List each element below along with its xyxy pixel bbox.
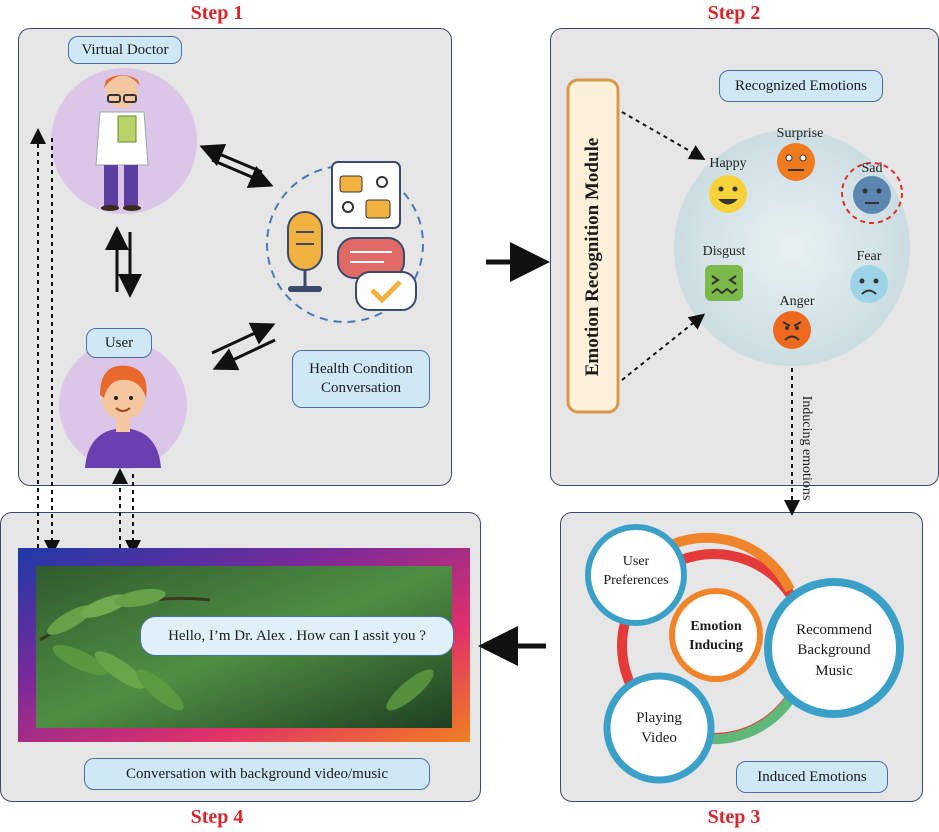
center-line-1: Emotion <box>690 619 742 634</box>
health-line-1: Health Condition <box>309 361 413 378</box>
user-preferences-label: User Preferences <box>590 553 682 591</box>
emotion-inducing-diagram <box>585 524 904 784</box>
doctor-speech-bubble: Hello, I’m Dr. Alex . How can I assit yo… <box>140 616 454 656</box>
conversation-icon <box>266 161 424 323</box>
emotion-module-box <box>566 78 620 414</box>
health-line-2: Conversation <box>321 380 401 396</box>
recommend-line-1: Recommend <box>796 622 872 638</box>
step4-title: Step 4 <box>190 806 244 828</box>
user-illustration <box>59 341 187 469</box>
anger-label: Anger <box>779 294 815 309</box>
surprise-face-icon <box>777 143 815 181</box>
recommend-music-label: Recommend Background Music <box>784 620 884 681</box>
induced-emotions-label: Induced Emotions <box>736 761 888 793</box>
playing-line-1: Playing <box>636 710 682 726</box>
playing-line-2: Video <box>641 730 677 747</box>
recognized-emotions-label: Recognized Emotions <box>719 70 883 102</box>
fear-label: Fear <box>856 249 882 264</box>
user-pref-line-1: User <box>622 554 650 569</box>
inducing-emotions-label: Inducing emotions <box>799 395 814 501</box>
conversation-caption: Conversation with background video/music <box>84 758 430 790</box>
virtual-doctor-illustration <box>51 68 197 214</box>
surprise-label: Surprise <box>776 126 824 141</box>
step3-title: Step 3 <box>707 806 761 828</box>
sad-label: Sad <box>861 161 883 176</box>
playing-video-label: Playing Video <box>619 708 699 749</box>
emotion-recognition-module-label: Emotion Recognition Module <box>582 137 603 377</box>
anger-face-icon <box>773 311 811 349</box>
step2-title: Step 2 <box>707 2 761 24</box>
user-pref-line-2: Preferences <box>603 572 669 588</box>
user-label: User <box>86 328 152 358</box>
step1-title: Step 1 <box>190 2 244 24</box>
emotion-inducing-center: Emotion Inducing <box>676 618 756 656</box>
disgust-face-icon <box>705 265 743 301</box>
disgust-label: Disgust <box>702 244 746 259</box>
sad-face-icon <box>841 162 903 224</box>
recommend-line-2: Background <box>797 642 871 659</box>
fear-face-icon <box>850 265 888 303</box>
center-line-2: Inducing <box>689 637 743 653</box>
happy-label: Happy <box>709 156 747 171</box>
happy-face-icon <box>709 175 747 213</box>
health-condition-label: Health Condition Conversation <box>292 350 430 408</box>
virtual-doctor-label: Virtual Doctor <box>68 36 182 64</box>
recommend-line-3: Music <box>815 662 853 679</box>
